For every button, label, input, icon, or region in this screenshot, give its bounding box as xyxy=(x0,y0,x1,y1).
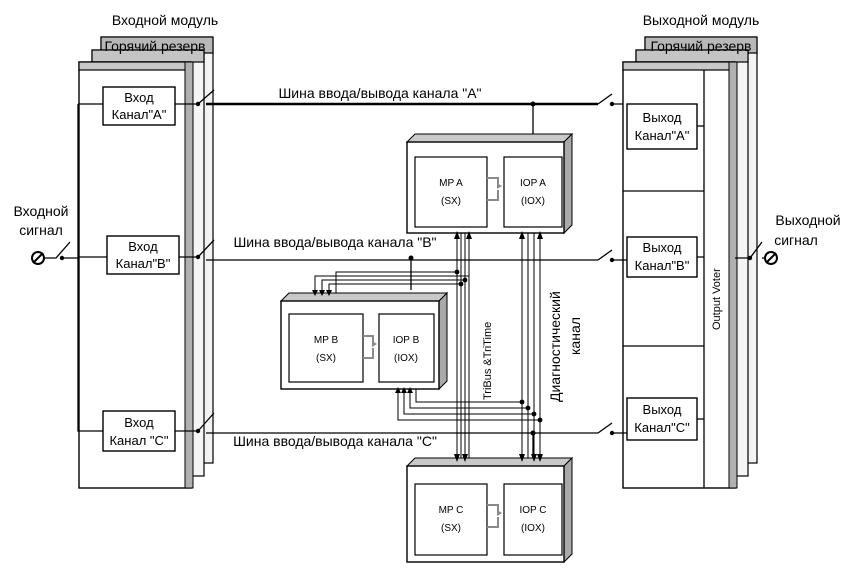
processor-a: MP A (SX) IOP A (IOX) xyxy=(405,132,574,235)
input-channel-c-box xyxy=(102,410,176,452)
input-channel-c-line1: Вход xyxy=(124,415,154,430)
input-module: Входной модуль Горячий резерв Вход Канал… xyxy=(77,12,218,489)
input-channel-a-line2: Канал"A" xyxy=(112,107,167,122)
mp-c-box xyxy=(414,483,488,556)
iop-a-type: (IOX) xyxy=(521,196,545,207)
output-channel-b-line2: Канал"B" xyxy=(635,258,690,273)
bus-a-label: Шина ввода/вывода канала "A" xyxy=(278,85,481,101)
output-channel-c-line1: Выход xyxy=(643,402,682,417)
iop-b-box xyxy=(378,313,435,383)
input-channel-b-box xyxy=(106,235,180,275)
iop-c-name: IOP C xyxy=(519,505,546,516)
input-channel-a-line1: Вход xyxy=(124,90,154,105)
input-channel-a-box xyxy=(102,86,176,126)
output-channel-b-box xyxy=(626,236,698,278)
mp-b-name: MP B xyxy=(314,335,339,346)
iop-b-name: IOP B xyxy=(393,335,420,346)
mp-c-type: (SX) xyxy=(441,523,461,534)
output-signal: Выходной сигнал xyxy=(735,212,841,265)
output-channel-a-line2: Канал"A" xyxy=(635,128,690,143)
output-signal-line1: Выходной xyxy=(775,212,840,228)
output-hot-spare-label: Горячий резерв xyxy=(650,38,751,54)
tribus-interconnect: TriBus &TriTime Диагностический канал xyxy=(312,231,583,462)
iop-a-box xyxy=(503,156,563,228)
bus-c-label: Шина ввода/вывода канала "C" xyxy=(233,433,437,449)
output-channel-a-line1: Выход xyxy=(643,110,682,125)
input-hot-spare-label: Горячий резерв xyxy=(104,38,205,54)
processor-b: MP B (SX) IOP B (IOX) xyxy=(279,291,449,391)
output-channel-b-line1: Выход xyxy=(643,240,682,255)
mp-b-type: (SX) xyxy=(316,353,336,364)
input-channel-b-line1: Вход xyxy=(128,239,158,254)
input-module-title: Входной модуль xyxy=(112,12,218,28)
input-channel-c-line2: Канал "C" xyxy=(109,433,168,448)
input-signal-line2: сигнал xyxy=(19,222,63,238)
input-signal: Входной сигнал xyxy=(13,203,79,265)
output-channel-c-line2: Канал"C" xyxy=(634,420,690,435)
output-signal-line2: сигнал xyxy=(774,232,818,248)
iop-b-type: (IOX) xyxy=(394,353,418,364)
bus-b-label: Шина ввода/вывода канала "B" xyxy=(233,234,436,250)
diag-channel-line2: канал xyxy=(567,317,583,355)
output-module-title: Выходной модуль xyxy=(643,12,760,28)
input-channel-b-line2: Канал"B" xyxy=(116,256,171,271)
input-signal-line1: Входной xyxy=(13,203,68,219)
iop-a-name: IOP A xyxy=(520,178,546,189)
processor-c: MP C (SX) IOP C (IOX) xyxy=(405,456,574,564)
output-channel-a-box xyxy=(626,103,698,150)
iop-c-box xyxy=(503,483,563,556)
output-module: Выходной модуль Горячий резерв Output Vo… xyxy=(622,12,760,489)
io-buses: Шина ввода/вывода канала "A" Шина ввода/… xyxy=(175,85,627,458)
diag-channel-line1: Диагностический xyxy=(547,291,563,402)
tribus-label: TriBus &TriTime xyxy=(482,322,494,400)
mp-a-name: MP A xyxy=(439,178,463,189)
mp-a-box xyxy=(414,156,488,228)
mp-b-box xyxy=(288,313,364,383)
mp-c-name: MP C xyxy=(439,505,464,516)
mp-a-type: (SX) xyxy=(441,196,461,207)
iop-c-type: (IOX) xyxy=(521,523,545,534)
output-voter-label: Output Voter xyxy=(711,268,723,330)
